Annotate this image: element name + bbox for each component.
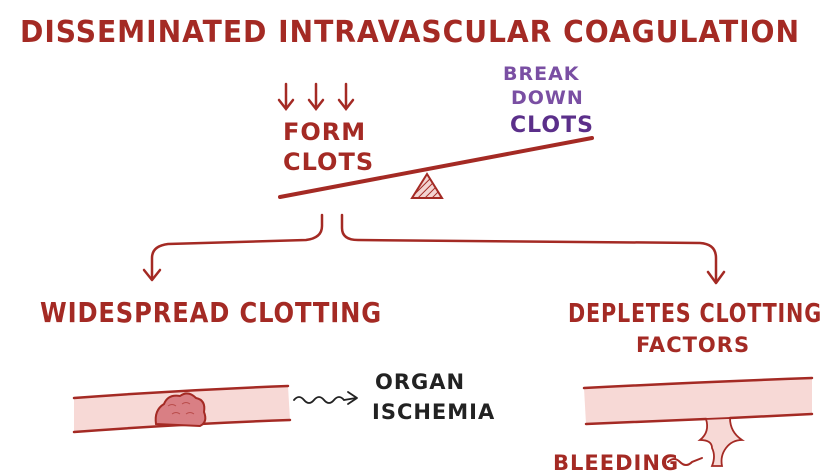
vessel-with-clot — [74, 386, 290, 432]
squiggle-arrow — [294, 397, 356, 403]
organ-label: Organ — [375, 370, 465, 394]
depletes-clotting-label: Depletes Clotting — [568, 299, 822, 329]
right-vessel — [584, 378, 812, 424]
down-arrow-icon — [279, 84, 293, 109]
factors-label: Factors — [636, 333, 750, 357]
widespread-clotting-label: Widespread Clotting — [40, 296, 382, 329]
down-arrow-icon — [339, 84, 353, 109]
break-down-line3: Clots — [510, 113, 594, 138]
down-arrows — [279, 84, 353, 109]
break-down-line1: Break — [503, 63, 580, 85]
left-branch-arrow — [152, 215, 322, 278]
form-clots-line1: Form — [283, 118, 366, 146]
ischemia-label: Ischemia — [372, 400, 495, 424]
form-clots-line2: Clots — [283, 148, 374, 176]
bleed-icon — [700, 418, 742, 466]
break-down-line2: Down — [511, 87, 584, 109]
down-arrow-icon — [309, 84, 323, 109]
bleeding-label: Bleeding — [553, 451, 679, 473]
right-branch-arrow — [342, 215, 716, 280]
fulcrum-icon — [412, 174, 442, 198]
page-title: Disseminated Intravascular Coagulation — [20, 15, 800, 50]
